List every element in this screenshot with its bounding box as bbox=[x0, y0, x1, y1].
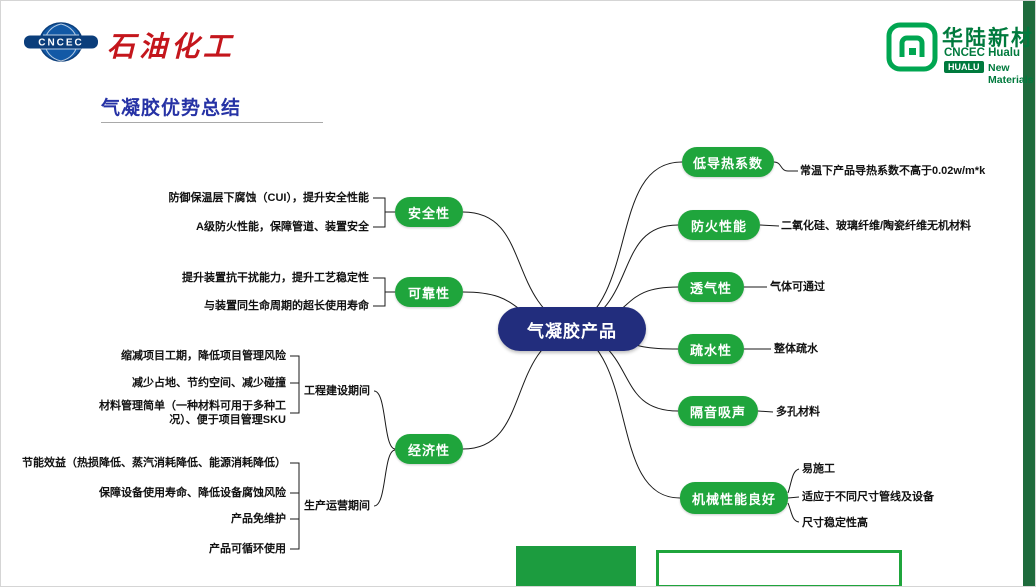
branch-hydrophobicity: 疏水性 bbox=[678, 334, 744, 364]
center-node: 气凝胶产品 bbox=[498, 307, 646, 351]
note-operation-2: 保障设备使用寿命、降低设备腐蚀风险 bbox=[99, 487, 286, 499]
branch-low-thermal-conductivity: 低导热系数 bbox=[682, 147, 774, 177]
note-operation-4: 产品可循环使用 bbox=[209, 543, 286, 555]
group-label-construction: 工程建设期间 bbox=[304, 385, 370, 397]
branch-economy: 经济性 bbox=[395, 434, 463, 464]
brand-petrochemical-text: 石油化工 bbox=[107, 32, 236, 63]
hualu-brand-sub: CNCEC Hualu bbox=[944, 47, 1021, 59]
branch-breathability: 透气性 bbox=[678, 272, 744, 302]
branch-safety: 安全性 bbox=[395, 197, 463, 227]
note-construction-1: 缩减项目工期，降低项目管理风险 bbox=[121, 350, 286, 362]
hualu-logo-icon bbox=[885, 21, 939, 73]
note-sound: 多孔材料 bbox=[776, 406, 820, 418]
note-hydrophobic: 整体疏水 bbox=[774, 343, 818, 355]
branch-reliability: 可靠性 bbox=[395, 277, 463, 307]
note-mechanical-2: 适应于不同尺寸管线及设备 bbox=[802, 491, 934, 503]
hualu-brand-name: 华陆新材 bbox=[942, 27, 1034, 50]
group-label-operation: 生产运营期间 bbox=[304, 500, 370, 512]
title-underline bbox=[101, 122, 323, 123]
note-construction-3: 材料管理简单（一种材料可用于多种工况）、便于项目管理SKU bbox=[99, 400, 286, 426]
note-thermal: 常温下产品导热系数不高于0.02w/m*k bbox=[800, 165, 986, 177]
note-safety-1: 防御保温层下腐蚀（CUI），提升安全性能 bbox=[168, 192, 369, 204]
bottom-outlined-block bbox=[656, 550, 902, 586]
branch-sound-absorption: 隔音吸声 bbox=[678, 396, 758, 426]
cncec-logo: CNCEC bbox=[21, 21, 101, 63]
left-bracket-lines bbox=[290, 197, 396, 550]
note-safety-2: A级防火性能，保障管道、装置安全 bbox=[196, 221, 369, 233]
hualu-badge: HUALU bbox=[944, 61, 984, 73]
branch-fire-resistance: 防火性能 bbox=[678, 210, 760, 240]
svg-text:CNCEC: CNCEC bbox=[38, 38, 84, 49]
right-edge-bar bbox=[1023, 1, 1035, 586]
bottom-green-block bbox=[516, 546, 636, 586]
note-mechanical-1: 易施工 bbox=[802, 463, 835, 475]
cncec-emblem-icon: CNCEC bbox=[24, 22, 98, 62]
note-operation-3: 产品免维护 bbox=[231, 513, 286, 525]
note-reliability-2: 与装置同生命周期的超长使用寿命 bbox=[204, 300, 369, 312]
note-operation-1: 节能效益（热损降低、蒸汽消耗降低、能源消耗降低） bbox=[22, 457, 286, 469]
note-reliability-1: 提升装置抗干扰能力，提升工艺稳定性 bbox=[182, 272, 369, 284]
right-bracket-lines bbox=[744, 161, 800, 523]
note-mechanical-3: 尺寸稳定性高 bbox=[802, 517, 868, 529]
branch-mechanical-properties: 机械性能良好 bbox=[680, 482, 788, 514]
note-fire: 二氧化硅、玻璃纤维/陶瓷纤维无机材料 bbox=[781, 220, 972, 232]
note-construction-2: 减少占地、节约空间、减少碰撞 bbox=[132, 377, 286, 389]
hualu-tagline: New Materials bbox=[988, 62, 1034, 86]
note-breathability: 气体可通过 bbox=[770, 281, 825, 293]
page-title: 气凝胶优势总结 bbox=[101, 98, 242, 119]
